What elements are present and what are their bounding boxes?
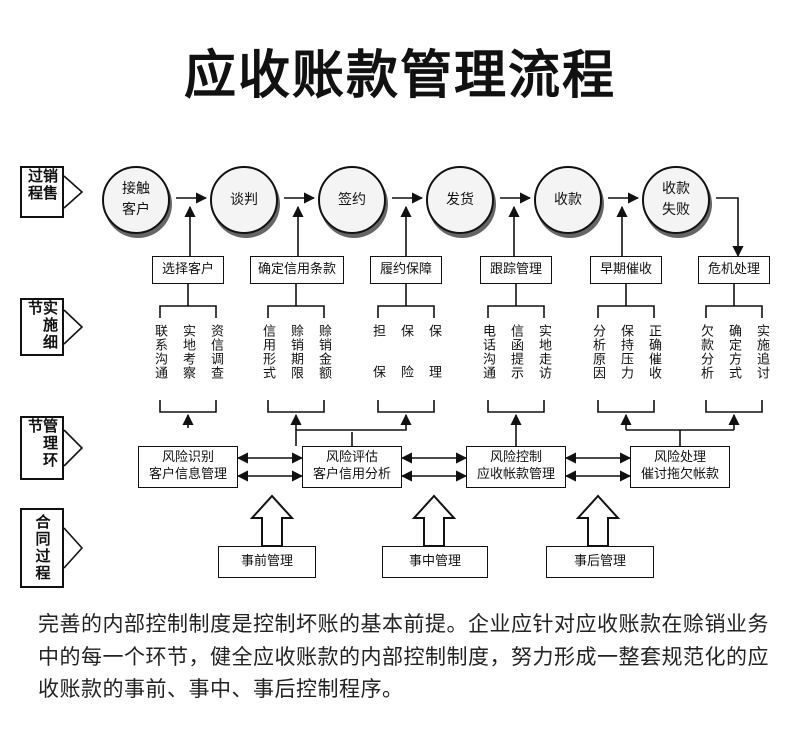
management-risk-control: 风险控制应收帐款管理 xyxy=(466,446,566,488)
side-label-management: 管理环节 xyxy=(20,416,68,480)
step-sign-contract: 签约 xyxy=(318,166,386,234)
page-title: 应收账款管理流程 xyxy=(183,46,616,106)
detail-item: 赊销期限 xyxy=(288,324,303,380)
stage-crisis-handling: 危机处理 xyxy=(698,256,770,284)
stage-performance-guarantee: 履约保障 xyxy=(370,256,442,284)
detail-item: 正确催收 xyxy=(646,324,661,380)
side-label-details: 实施细节 xyxy=(20,298,68,356)
detail-item: 联系沟通 xyxy=(152,324,167,380)
step-shipment: 发货 xyxy=(426,166,494,234)
step-collection: 收款 xyxy=(534,166,602,234)
detail-item: 保持压力 xyxy=(618,324,633,380)
step-contact-customer: 接触 客户 xyxy=(102,166,170,234)
step-collection-failure: 收款 失败 xyxy=(642,166,710,234)
detail-item: 实地走访 xyxy=(536,324,551,380)
management-risk-assessment: 风险评估客户信用分析 xyxy=(302,446,402,488)
detail-item: 担保 xyxy=(370,324,385,406)
detail-item: 电话沟通 xyxy=(480,324,495,380)
stage-early-collection: 早期催收 xyxy=(590,256,662,284)
detail-item: 信用形式 xyxy=(260,324,275,380)
summary-paragraph: 完善的内部控制制度是控制坏账的基本前提。企业应针对应收账款在赊销业务中的每一个环… xyxy=(38,612,769,702)
contract-post-management: 事后管理 xyxy=(546,546,654,578)
side-label-contract: 合同过程 xyxy=(20,508,68,588)
step-negotiation: 谈判 xyxy=(210,166,278,234)
detail-item: 信函提示 xyxy=(508,324,523,380)
stage-tracking: 跟踪管理 xyxy=(480,256,552,284)
detail-item: 赊销金额 xyxy=(316,324,331,380)
detail-item: 保险 xyxy=(398,324,413,406)
detail-item: 欠款分析 xyxy=(698,324,713,380)
detail-item: 确定方式 xyxy=(726,324,741,380)
side-label-sales: 销售过程 xyxy=(20,166,68,218)
detail-item: 实地考察 xyxy=(180,324,195,380)
detail-item: 分析原因 xyxy=(590,324,605,380)
stage-credit-terms: 确定信用条款 xyxy=(250,256,344,284)
contract-mid-management: 事中管理 xyxy=(382,546,488,578)
detail-item: 资信调查 xyxy=(208,324,223,380)
detail-item: 保理 xyxy=(426,324,441,406)
management-risk-handling: 风险处理催讨拖欠帐款 xyxy=(630,446,730,488)
contract-pre-management: 事前管理 xyxy=(218,546,316,578)
stage-select-customer: 选择客户 xyxy=(152,256,224,284)
detail-item: 实施追讨 xyxy=(754,324,769,380)
management-risk-identification: 风险识别客户信息管理 xyxy=(138,446,238,488)
